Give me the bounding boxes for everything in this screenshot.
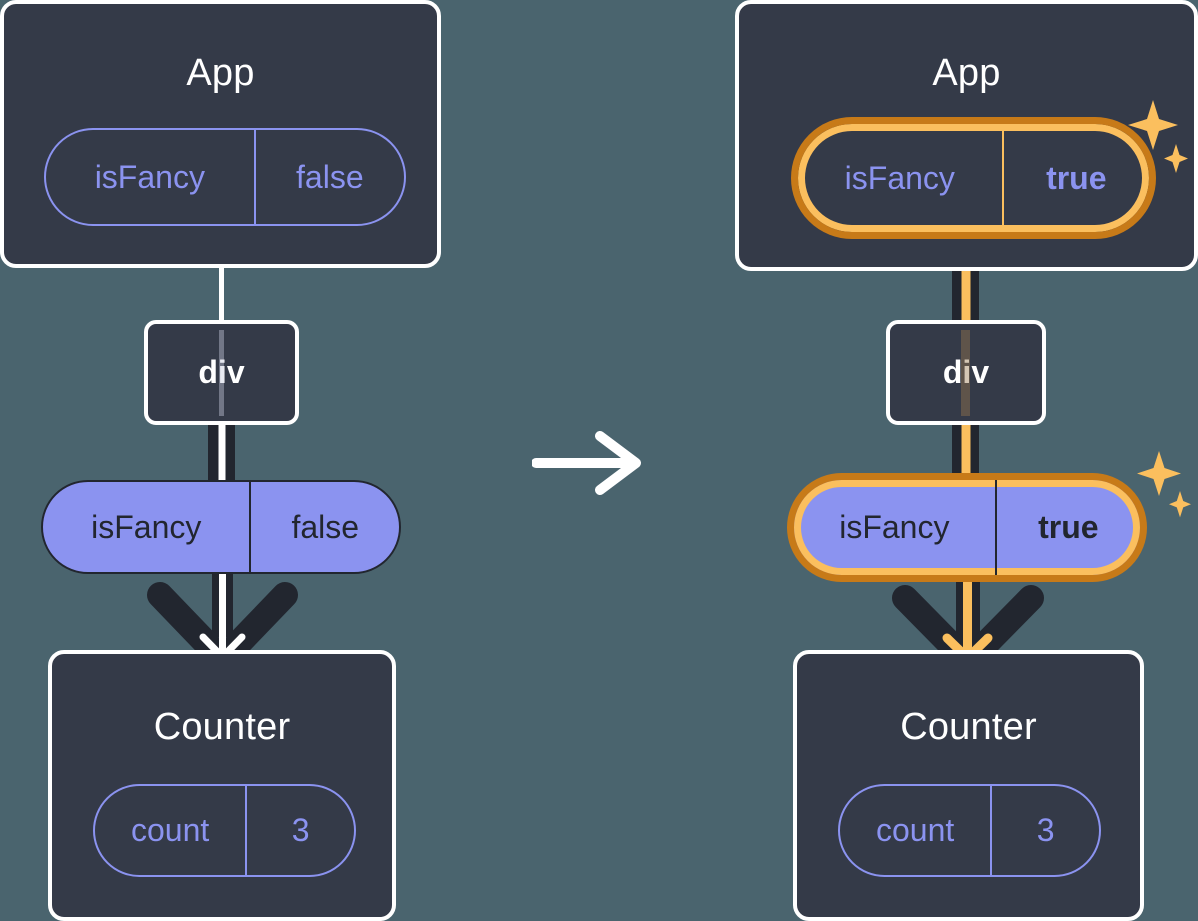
counter-state-pill-right: count 3 [838,784,1101,877]
div-tag-box-right: div [886,320,1046,425]
app-state-pill-left: isFancy false [44,128,406,226]
app-state-key-right: isFancy [844,159,955,196]
transition-arrow [531,428,647,498]
prop-pill-key-right: isFancy [839,509,950,545]
counter-title-left: Counter [153,706,291,748]
app-box-right: App isFancy true [735,0,1198,271]
counter-state-value-right: 3 [990,786,1099,875]
app-state-pill-right: isFancy true [791,117,1156,239]
counter-state-key-right: count [875,812,955,848]
app-title-left: App [186,52,255,94]
div-tag-label-left: div [198,354,245,390]
connector-app-to-div-left [219,262,224,324]
counter-state-value-left: 3 [245,786,354,875]
prop-pill-right: isFancy true [787,473,1147,582]
prop-pill-key-left: isFancy [91,508,202,545]
counter-box-left: Counter count 3 [48,650,396,921]
div-tag-label-right: div [942,354,990,390]
app-state-key-left: isFancy [94,158,205,195]
sparkle-icon-app-right [1127,98,1189,176]
counter-state-pill-left: count 3 [93,784,356,877]
connector-through-div-left [219,330,224,416]
connector-through-div-right [961,330,970,416]
app-state-value-right: true [1001,124,1149,232]
counter-title-right: Counter [900,706,1037,748]
prop-pill-value-right: true [994,480,1140,575]
counter-state-key-left: count [130,812,210,848]
div-tag-box-left: div [144,320,299,425]
prop-pill-left: isFancy false [41,480,401,574]
app-state-value-left: false [253,130,404,224]
app-box-left: App isFancy false [0,0,441,268]
sparkle-icon-prop-right [1136,449,1192,519]
counter-box-right: Counter count 3 [793,650,1144,921]
app-title-right: App [932,52,1001,94]
prop-pill-value-left: false [249,482,399,572]
